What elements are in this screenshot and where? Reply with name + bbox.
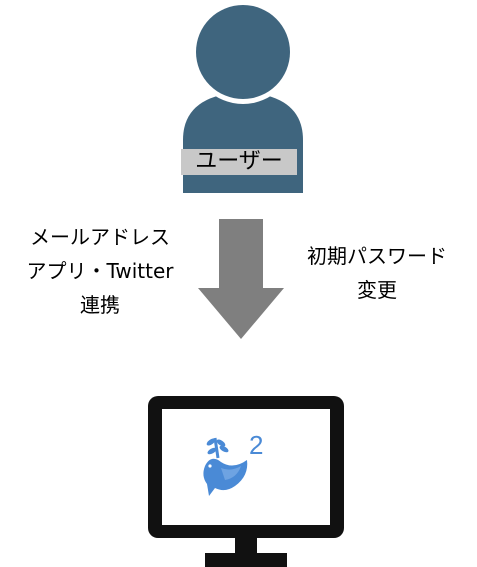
monitor-icon: 2: [148, 396, 344, 567]
flow-left-line-2: アプリ・Twitter: [26, 259, 174, 283]
down-arrow-icon: [198, 219, 284, 339]
flow-left-line-3: 連携: [80, 293, 120, 317]
user-label: ユーザー: [181, 149, 297, 175]
flow-left-line-1: メールアドレス: [30, 225, 170, 249]
flow-right-text: 初期パスワード 変更: [286, 239, 468, 307]
dove-icon: 2: [203, 430, 263, 496]
app-badge-number: 2: [249, 430, 263, 460]
flow-left-text: メールアドレス アプリ・Twitter 連携: [12, 220, 188, 322]
flow-right-line-1: 初期パスワード: [307, 244, 447, 268]
flow-right-line-2: 変更: [357, 278, 397, 302]
